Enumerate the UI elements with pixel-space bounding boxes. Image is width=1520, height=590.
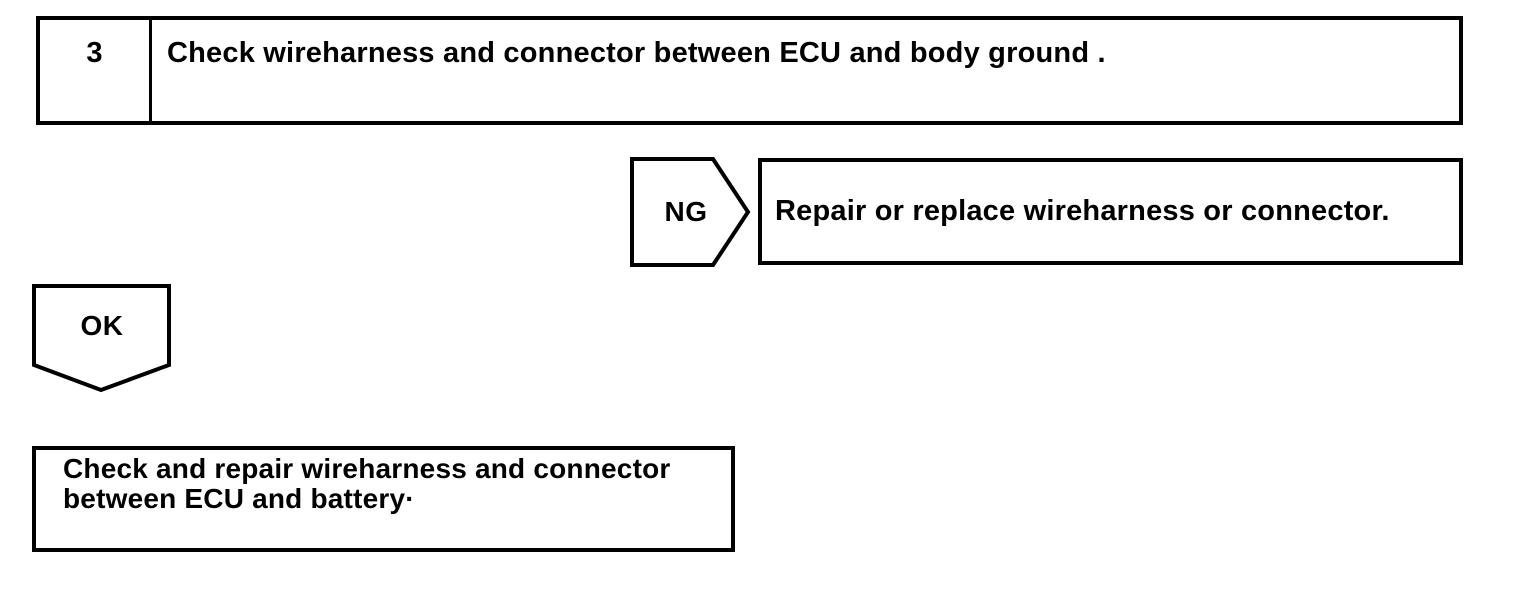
ng-action-text: Repair or replace wireharness or connect… xyxy=(775,195,1390,227)
result-box: Check and repair wireharness and connect… xyxy=(32,446,735,552)
ng-connector: NG xyxy=(630,157,752,269)
result-line-2: between ECU and battery· xyxy=(63,483,415,514)
ok-connector: OK xyxy=(32,284,174,394)
ng-connector-label: NG xyxy=(664,196,708,227)
ok-connector-label: OK xyxy=(80,310,124,341)
ng-action-box: Repair or replace wireharness or connect… xyxy=(758,158,1463,265)
ok-pentagon-icon xyxy=(32,284,171,393)
step-instruction: Check wireharness and connector between … xyxy=(167,37,1106,69)
ng-pentagon-icon xyxy=(630,157,751,267)
step-table: 3 Check wireharness and connector betwee… xyxy=(36,16,1463,125)
step-number: 3 xyxy=(40,20,152,121)
result-line-1: Check and repair wireharness and connect… xyxy=(63,453,671,484)
